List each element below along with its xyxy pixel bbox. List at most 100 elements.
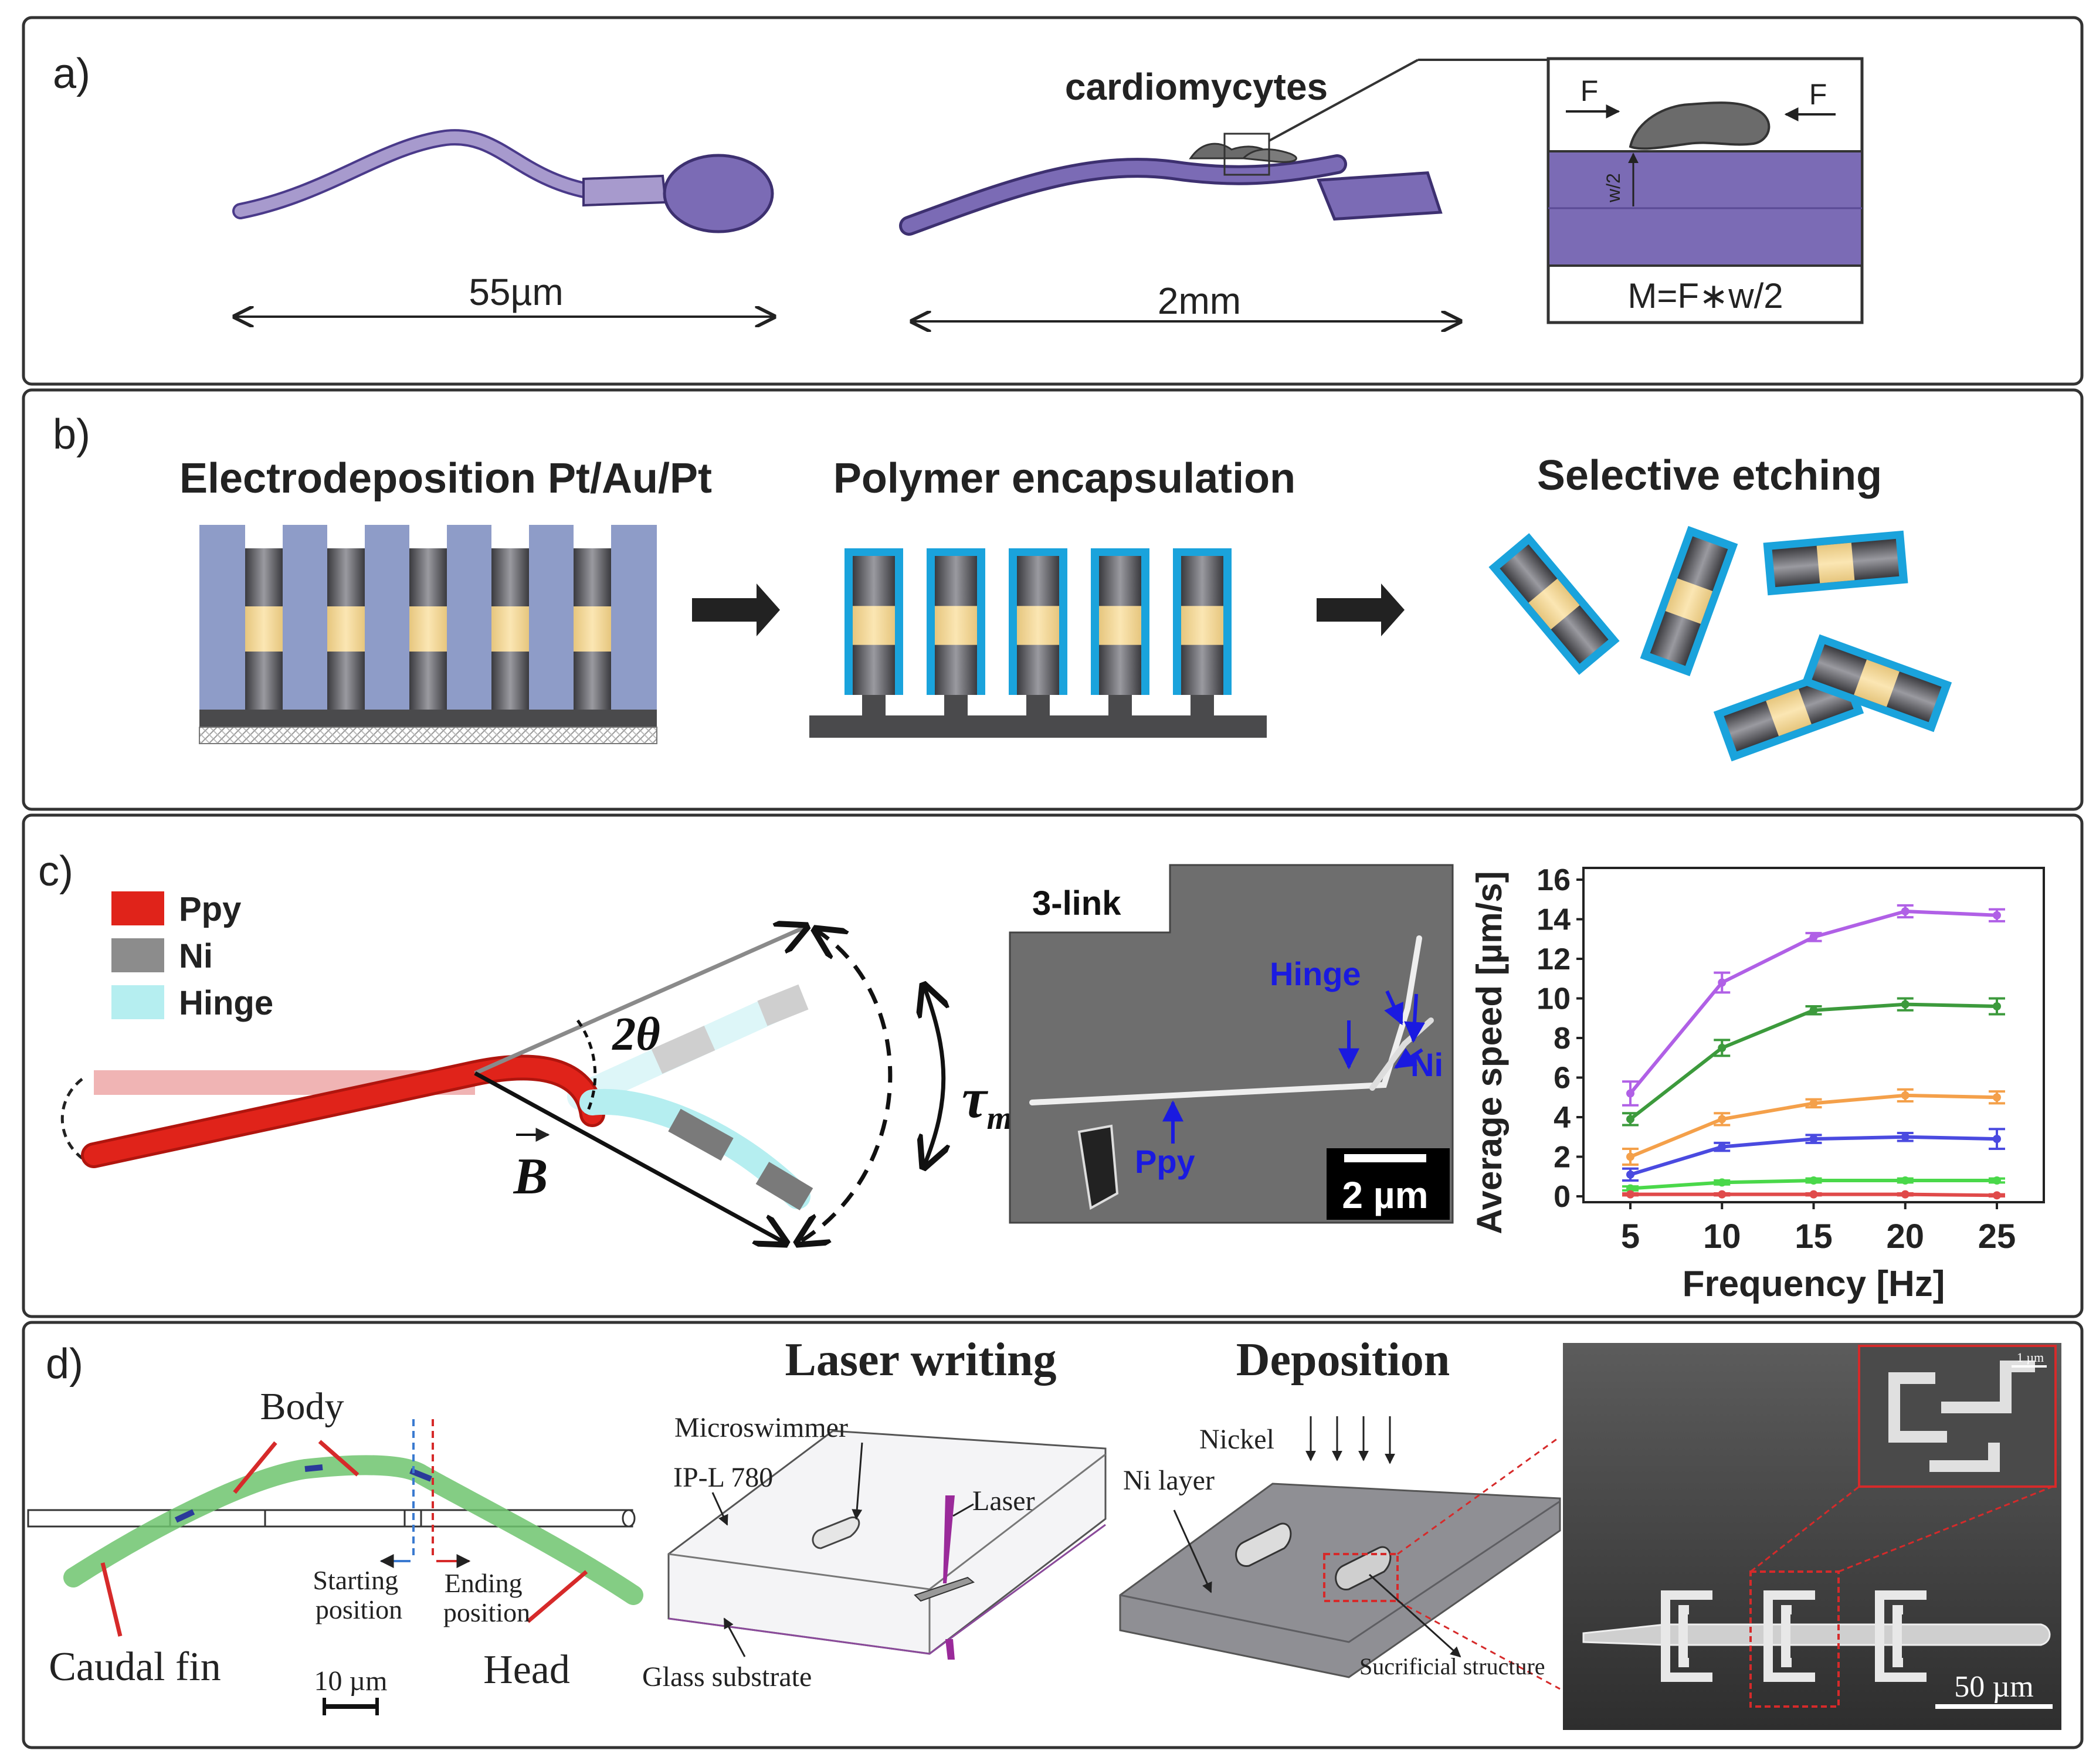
inner-rod bbox=[1772, 538, 1900, 588]
panel-a-label: a) bbox=[53, 50, 90, 97]
data-point bbox=[1993, 1093, 2001, 1102]
sem-microswimmer-image bbox=[1563, 1343, 2061, 1730]
released-rods bbox=[1488, 525, 1952, 762]
template-rod bbox=[409, 548, 447, 710]
glass-substrate-label: Glass substrate bbox=[642, 1661, 812, 1692]
inner-rod bbox=[1812, 644, 1942, 722]
deposition-title: Deposition bbox=[1236, 1334, 1450, 1386]
x-tick-label: 10 bbox=[1703, 1217, 1741, 1256]
b-field-label: B bbox=[513, 1148, 548, 1205]
arrow-2 bbox=[1317, 584, 1405, 636]
legend-label: Ppy bbox=[179, 890, 241, 928]
data-point bbox=[1718, 1043, 1727, 1052]
starting-position-line-2: position bbox=[316, 1595, 402, 1624]
data-point bbox=[1626, 1190, 1634, 1199]
data-point bbox=[1626, 1152, 1634, 1161]
panel-c-label: c) bbox=[38, 848, 73, 895]
step-3-title: Selective etching bbox=[1537, 452, 1882, 499]
force-right-label: F bbox=[1809, 78, 1827, 111]
data-point bbox=[1626, 1115, 1634, 1124]
torque-label: τm bbox=[962, 1067, 1012, 1137]
y-tick-label: 8 bbox=[1554, 1022, 1571, 1056]
data-point bbox=[1901, 1000, 1910, 1009]
data-point bbox=[1809, 1135, 1818, 1144]
encapsulated-rod bbox=[1173, 548, 1232, 715]
ending-position-label: Ending position bbox=[443, 1568, 530, 1627]
torque-subscript: m bbox=[987, 1100, 1013, 1137]
step-1-title: Electrodeposition Pt/Au/Pt bbox=[179, 455, 712, 502]
caudal-fin-label: Caudal fin bbox=[49, 1644, 221, 1690]
x-tick-label: 25 bbox=[1978, 1217, 2016, 1256]
cardio-robot bbox=[899, 59, 1548, 236]
x-tick-label: 15 bbox=[1795, 1217, 1833, 1256]
sem-3link-image bbox=[1009, 864, 1454, 1224]
x-axis-label: Frequency [Hz] bbox=[1683, 1264, 1945, 1304]
sem-inset-scale-label: 1 µm bbox=[2017, 1350, 2044, 1365]
data-point bbox=[1809, 1176, 1818, 1185]
panel-b-label: b) bbox=[53, 411, 90, 458]
laser-writing-title: Laser writing bbox=[785, 1334, 1057, 1386]
data-point bbox=[1718, 1178, 1727, 1187]
legend-swatch bbox=[111, 891, 164, 925]
electrode-layer bbox=[199, 710, 657, 727]
legend-item-ni: Ni bbox=[111, 937, 213, 975]
panel-c-frame bbox=[22, 813, 2084, 1318]
head-label: Head bbox=[483, 1647, 570, 1692]
legend-swatch bbox=[111, 985, 164, 1019]
legend-item-ppy: Ppy bbox=[111, 890, 241, 928]
data-point bbox=[1626, 1170, 1634, 1179]
body-label: Body bbox=[260, 1385, 344, 1428]
base-layer bbox=[809, 715, 1267, 738]
arrow-1 bbox=[692, 584, 780, 636]
data-point bbox=[1718, 1115, 1727, 1124]
encapsulated-rod bbox=[927, 548, 985, 715]
microswimmer-label: Microswimmer bbox=[674, 1412, 848, 1443]
swimmer-scale-label: 10 µm bbox=[314, 1665, 388, 1697]
sperm-illustration bbox=[232, 129, 774, 233]
data-point bbox=[1901, 1176, 1910, 1185]
data-point bbox=[1718, 978, 1727, 987]
sem-hinge-label: Hinge bbox=[1270, 955, 1361, 992]
inner-rod bbox=[1099, 556, 1141, 695]
hinge-diagram bbox=[60, 927, 944, 1243]
inner-rod bbox=[935, 556, 977, 695]
sem-scale-bar-label: 50 µm bbox=[1954, 1670, 2033, 1704]
series-5 bbox=[1622, 1176, 2005, 1193]
cardiomyocytes-label: cardiomycytes bbox=[1065, 66, 1328, 108]
moment-formula: M=F∗w/2 bbox=[1627, 276, 1783, 316]
starting-position-line-1: Starting bbox=[313, 1565, 398, 1595]
ipl-label: IP-L 780 bbox=[673, 1462, 773, 1493]
y-tick-label: 0 bbox=[1554, 1180, 1571, 1214]
template-rod bbox=[327, 548, 365, 710]
data-point bbox=[1626, 1184, 1634, 1193]
data-point bbox=[1993, 1191, 2001, 1200]
y-tick-label: 16 bbox=[1537, 863, 1571, 897]
inner-rod bbox=[1181, 556, 1223, 695]
panel-d-frame bbox=[22, 1321, 2084, 1749]
x-tick-label: 20 bbox=[1886, 1217, 1924, 1256]
encapsulated-rod bbox=[844, 548, 903, 715]
legend-item-hinge: Hinge bbox=[111, 984, 273, 1022]
ni-layer-label: Ni layer bbox=[1123, 1465, 1215, 1496]
template-rod bbox=[574, 548, 611, 710]
step-2-title: Polymer encapsulation bbox=[833, 455, 1295, 502]
panel-a-frame bbox=[22, 16, 2084, 386]
released-rod bbox=[1640, 525, 1738, 677]
data-point bbox=[1901, 907, 1910, 915]
panel-b-frame bbox=[22, 388, 2084, 811]
sem-title: 3-link bbox=[1032, 884, 1121, 922]
inner-rod bbox=[1650, 536, 1728, 666]
series-6 bbox=[1622, 1190, 2005, 1200]
data-point bbox=[1901, 1190, 1910, 1199]
released-rod bbox=[1801, 634, 1952, 732]
y-tick-label: 10 bbox=[1537, 982, 1571, 1016]
inner-rod bbox=[853, 556, 895, 695]
sem-ni-label: Ni bbox=[1410, 1046, 1443, 1083]
robot-length-label: 2mm bbox=[1158, 280, 1241, 322]
legend-label: Ni bbox=[179, 937, 213, 975]
series-1 bbox=[1622, 904, 2005, 1107]
sem-scale-label: 2 µm bbox=[1342, 1174, 1428, 1216]
y-tick-label: 12 bbox=[1537, 942, 1571, 976]
